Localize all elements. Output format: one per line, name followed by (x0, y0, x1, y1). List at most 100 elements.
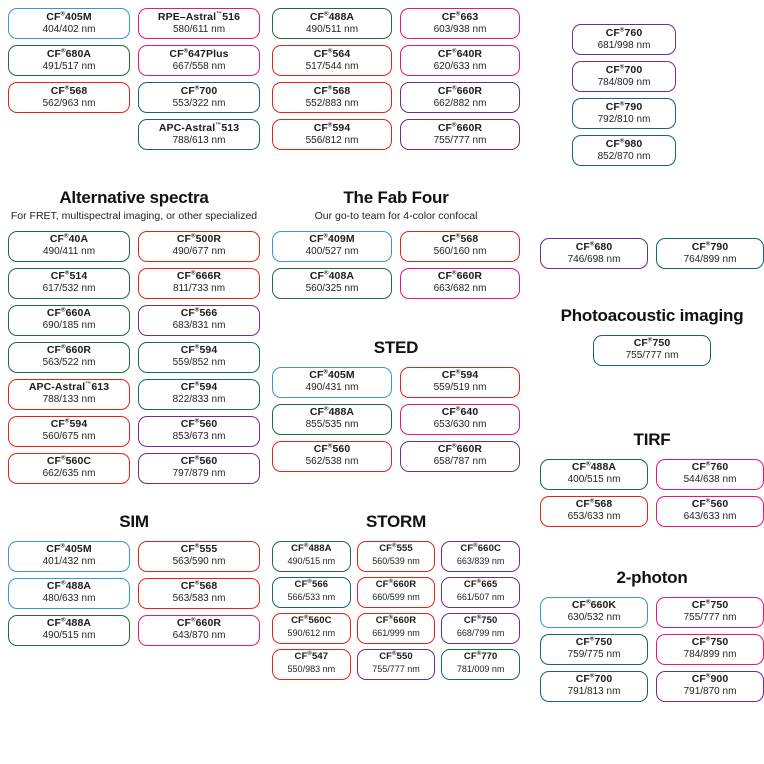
dye-name-base: CF (169, 47, 184, 60)
dye-name-number: 488A (308, 543, 332, 555)
dye-name-base: CF (46, 617, 62, 630)
dye-name: CF®750 (464, 615, 498, 627)
dye-name: CF®700 (606, 64, 643, 76)
dye-name-base: CF (180, 543, 195, 556)
dye-spectra: 662/635 nm (42, 468, 96, 480)
dye-name-base: CF (375, 615, 389, 627)
dye-name: CF®566 (295, 579, 329, 591)
dye-name-number: 513 (221, 121, 240, 134)
dye-spectra: 490/515 nm (42, 630, 96, 642)
dye-spectra: 490/411 nm (42, 246, 96, 258)
trademark-mark: ® (183, 48, 189, 55)
dye-name: CF®660R (376, 579, 417, 591)
dye-name: CF®750 (692, 636, 729, 648)
dye-name-number: 594 (199, 344, 218, 357)
dye-name-number: 790 (710, 240, 729, 253)
trademark-mark: ® (455, 233, 461, 240)
dye-spectra: 603/938 nm (433, 23, 487, 35)
dye-name: CF®488A (47, 580, 91, 592)
dye-name-base: CF (46, 47, 62, 60)
trademark-mark: ® (323, 369, 329, 376)
dye-name-number: 564 (332, 47, 351, 60)
